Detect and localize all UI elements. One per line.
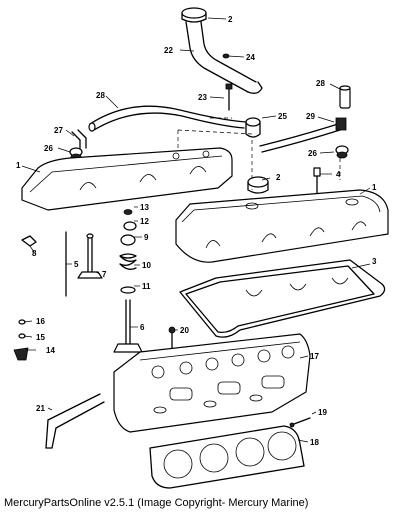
stud-4 [313,167,321,195]
callout-3: 3 [372,257,377,266]
callout-21: 21 [36,404,45,413]
callout-1-right: 1 [372,183,377,192]
callout-9: 9 [144,233,149,242]
head-gasket [149,425,305,489]
rocker-arm-8 [21,235,37,247]
elbow-fitting-27 [71,129,87,149]
callout-15: 15 [36,333,45,342]
small-hardware-14-16 [13,319,29,361]
callout-5: 5 [74,260,79,269]
valve-cover-gasket [179,259,386,338]
callout-7: 7 [102,270,107,279]
image-caption: MercuryPartsOnline v2.5.1 (Image Copyrig… [4,497,309,509]
valve-7 [77,233,103,279]
pipe-21 [45,393,105,449]
valve-cover-left [21,147,233,211]
pcv-valve-25 [245,117,261,138]
callout-24: 24 [246,53,255,62]
bolt-19 [289,417,311,428]
callout-14: 14 [46,346,55,355]
hose-28-right [339,85,351,109]
hose-28-left [88,105,247,132]
callout-2-cover: 2 [276,173,281,182]
exploded-parts-diagram: 2 22 24 28 23 28 29 25 27 26 26 1 2 4 1 … [13,7,389,489]
cylinder-head [113,333,311,433]
callout-10: 10 [142,261,151,270]
callout-28-left: 28 [96,91,105,100]
callout-18: 18 [310,438,319,447]
callout-1-left: 1 [16,161,21,170]
leader-lines [21,17,371,443]
callout-13: 13 [140,203,149,212]
callout-11: 11 [142,282,151,291]
bolt-23 [225,83,233,111]
callout-25: 25 [278,112,287,121]
elbow-fitting-29 [259,117,347,153]
callout-8: 8 [32,249,37,258]
callout-17: 17 [310,352,319,361]
bolt-20 [168,326,176,353]
callout-23: 23 [198,93,207,102]
valve-6 [113,299,143,353]
callout-26-left: 26 [44,144,53,153]
callout-22: 22 [164,46,173,55]
valve-spring-stack [119,209,137,294]
filler-tube [185,21,263,94]
callout-28-right: 28 [316,79,325,88]
callout-4: 4 [336,170,341,179]
callout-labels: 2 22 24 28 23 28 29 25 27 26 26 1 2 4 1 … [16,15,377,447]
callout-2-top: 2 [228,15,233,24]
callout-20: 20 [180,326,189,335]
callout-19: 19 [318,408,327,417]
callout-29: 29 [306,112,315,121]
callout-26-right: 26 [308,149,317,158]
callout-16: 16 [36,317,45,326]
valve-cover-right [175,189,389,263]
oil-filler-cap-top [181,7,207,23]
callout-27: 27 [54,126,63,135]
callout-6: 6 [140,323,145,332]
callout-12: 12 [140,217,149,226]
